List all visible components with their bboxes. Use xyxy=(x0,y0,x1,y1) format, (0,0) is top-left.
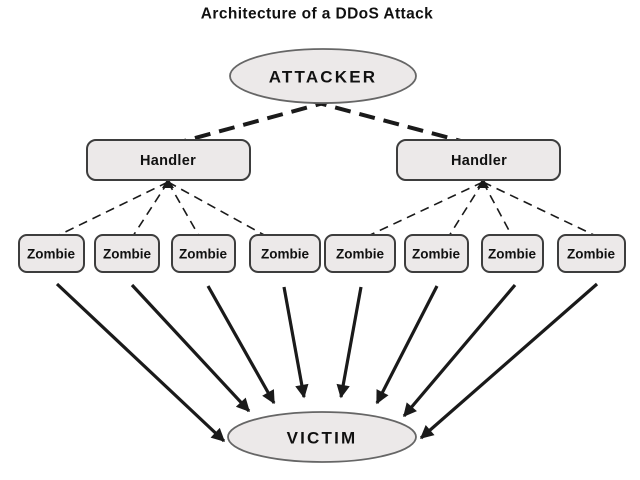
zombie-box xyxy=(171,234,236,273)
zombie-node-1: Zombie xyxy=(18,234,85,273)
handler-zombie-link-7 xyxy=(482,181,513,237)
attacker-handler-link-right xyxy=(310,99,462,143)
zombie-label: Zombie xyxy=(488,247,536,262)
zombie-node-4: Zombie xyxy=(249,234,321,273)
zombie-box xyxy=(324,234,396,273)
handler-zombie-link-5 xyxy=(367,181,484,237)
attacker-node: ATTACKER xyxy=(229,48,417,104)
handler-node-left: Handler xyxy=(86,139,251,181)
handler-zombie-link-6 xyxy=(448,181,484,237)
victim-ellipse xyxy=(227,411,417,463)
handler-zombie-link-2 xyxy=(132,181,169,237)
zombie-victim-arrow-3 xyxy=(206,285,276,405)
handler-box-left xyxy=(86,139,251,181)
zombie-node-7: Zombie xyxy=(481,234,544,273)
zombie-victim-arrow-8 xyxy=(419,282,599,440)
zombie-node-6: Zombie xyxy=(404,234,469,273)
fan-arrow-tip-left xyxy=(162,178,174,188)
handler-node-right: Handler xyxy=(396,139,561,181)
zombie-box xyxy=(94,234,160,273)
zombie-node-8: Zombie xyxy=(557,234,626,273)
handler-label-left: Handler xyxy=(140,153,196,169)
zombie-label: Zombie xyxy=(412,247,460,262)
zombie-box xyxy=(249,234,321,273)
zombie-victim-arrow-5 xyxy=(336,286,363,399)
zombie-victim-arrow-1 xyxy=(55,282,226,443)
zombie-box xyxy=(18,234,85,273)
zombie-label: Zombie xyxy=(179,247,227,262)
zombie-label: Zombie xyxy=(27,247,75,262)
zombie-node-2: Zombie xyxy=(94,234,160,273)
zombie-box xyxy=(481,234,544,273)
attacker-ellipse xyxy=(229,48,417,104)
zombie-box xyxy=(557,234,626,273)
zombie-label: Zombie xyxy=(336,247,384,262)
zombie-label: Zombie xyxy=(567,247,615,262)
handler-zombie-link-1 xyxy=(56,181,169,237)
fan-arrow-tip-right xyxy=(477,178,489,188)
zombie-victim-arrow-4 xyxy=(282,286,309,399)
zombie-box xyxy=(404,234,469,273)
attacker-handler-link-left xyxy=(183,99,332,143)
handler-zombie-link-8 xyxy=(482,181,597,237)
handler-zombie-link-3 xyxy=(167,181,200,237)
zombie-label: Zombie xyxy=(103,247,151,262)
zombie-victim-arrow-6 xyxy=(375,285,439,405)
diagram-title: Architecture of a DDoS Attack xyxy=(201,6,433,23)
victim-label: VICTIM xyxy=(287,429,358,448)
victim-node: VICTIM xyxy=(227,411,417,463)
zombie-node-3: Zombie xyxy=(171,234,236,273)
zombie-label: Zombie xyxy=(261,247,309,262)
zombie-victim-arrow-7 xyxy=(402,283,517,418)
zombie-node-5: Zombie xyxy=(324,234,396,273)
zombie-victim-arrow-2 xyxy=(130,283,251,413)
handler-zombie-link-4 xyxy=(167,181,267,237)
handler-label-right: Handler xyxy=(451,153,507,169)
handler-box-right xyxy=(396,139,561,181)
attacker-label: ATTACKER xyxy=(269,68,378,87)
